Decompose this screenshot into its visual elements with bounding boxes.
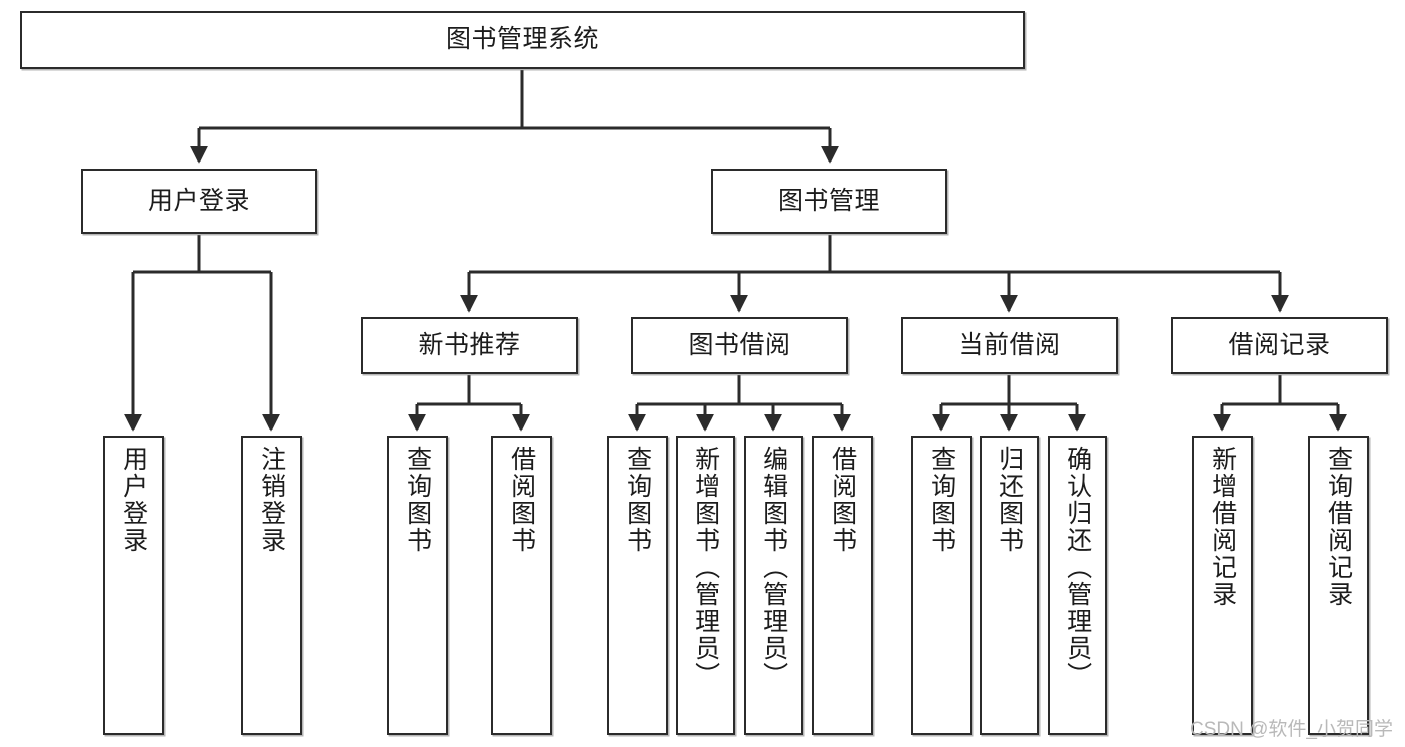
node-root-library-system[interactable]: 图书管理系统 bbox=[20, 11, 1025, 69]
node-borrow-record[interactable]: 借阅记录 bbox=[1171, 317, 1388, 374]
node-leaf-query-book-1[interactable]: 查询图书 bbox=[387, 436, 448, 735]
node-label: 注销登录 bbox=[257, 446, 286, 554]
node-label: 查询图书 bbox=[403, 446, 432, 554]
node-label: 当前借阅 bbox=[958, 330, 1061, 359]
node-label: 新书推荐 bbox=[418, 330, 521, 359]
node-label: 编辑图书（管理员） bbox=[759, 446, 788, 689]
node-current-borrow[interactable]: 当前借阅 bbox=[901, 317, 1118, 374]
node-label: 用户登录 bbox=[119, 446, 148, 554]
node-leaf-user-login[interactable]: 用户登录 bbox=[103, 436, 164, 735]
node-leaf-edit-book[interactable]: 编辑图书（管理员） bbox=[744, 436, 803, 735]
node-label: 确认归还（管理员） bbox=[1063, 446, 1092, 689]
node-label: 用户登录 bbox=[147, 186, 250, 215]
node-label: 借阅记录 bbox=[1228, 330, 1331, 359]
node-leaf-user-logout[interactable]: 注销登录 bbox=[241, 436, 302, 735]
node-label: 图书管理系统 bbox=[445, 25, 599, 54]
node-new-book-recommend[interactable]: 新书推荐 bbox=[361, 317, 578, 374]
node-leaf-add-book[interactable]: 新增图书（管理员） bbox=[676, 436, 735, 735]
node-leaf-query-record[interactable]: 查询借阅记录 bbox=[1308, 436, 1369, 735]
node-label: 图书管理 bbox=[777, 186, 880, 215]
node-label: 新增借阅记录 bbox=[1208, 446, 1237, 608]
node-leaf-query-book-3[interactable]: 查询图书 bbox=[911, 436, 972, 735]
node-label: 借阅图书 bbox=[828, 446, 857, 554]
node-label: 归还图书 bbox=[995, 446, 1024, 554]
node-leaf-borrow-book-1[interactable]: 借阅图书 bbox=[491, 436, 552, 735]
node-book-manage[interactable]: 图书管理 bbox=[711, 169, 947, 234]
node-label: 新增图书（管理员） bbox=[691, 446, 720, 689]
node-leaf-return-book[interactable]: 归还图书 bbox=[980, 436, 1039, 735]
node-label: 借阅图书 bbox=[507, 446, 536, 554]
node-leaf-add-record[interactable]: 新增借阅记录 bbox=[1192, 436, 1253, 735]
node-label: 图书借阅 bbox=[688, 330, 791, 359]
node-user-login[interactable]: 用户登录 bbox=[81, 169, 317, 234]
csdn-watermark: CSDN @软件_小贺同学 bbox=[1190, 719, 1393, 740]
node-leaf-borrow-book-2[interactable]: 借阅图书 bbox=[812, 436, 873, 735]
node-label: 查询图书 bbox=[623, 446, 652, 554]
node-book-borrow[interactable]: 图书借阅 bbox=[631, 317, 848, 374]
node-leaf-confirm-return[interactable]: 确认归还（管理员） bbox=[1048, 436, 1107, 735]
node-label: 查询借阅记录 bbox=[1324, 446, 1353, 608]
node-label: 查询图书 bbox=[927, 446, 956, 554]
node-leaf-query-book-2[interactable]: 查询图书 bbox=[607, 436, 668, 735]
